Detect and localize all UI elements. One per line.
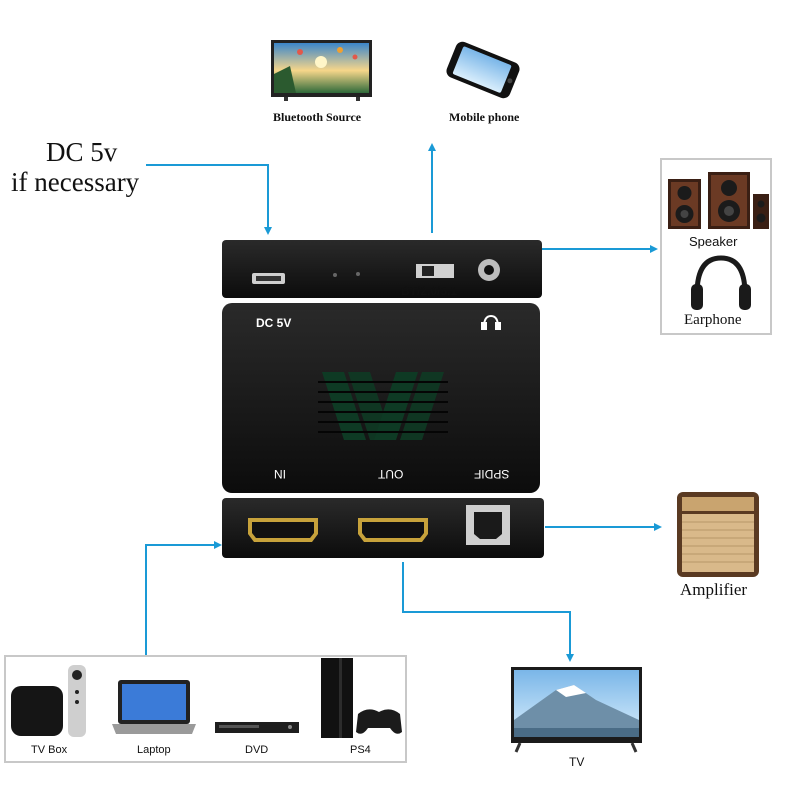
switch-mode-label: BT/2.0/5.1 — [401, 284, 458, 298]
earphone-small-icon — [481, 314, 501, 330]
input-label-tv-box: TV Box — [31, 744, 68, 756]
led-1 — [333, 273, 337, 277]
bluetooth-source-label: Bluetooth Source — [273, 110, 362, 124]
earphone-image — [691, 255, 751, 310]
mode-switch[interactable] — [416, 264, 454, 278]
input-label-ps4: PS4 — [350, 744, 371, 756]
dc-power-note-line1: DC 5v — [46, 137, 118, 167]
mobile-phone-label: Mobile phone — [449, 110, 520, 124]
speaker-label: Speaker — [689, 234, 738, 249]
audio-converter-device — [222, 240, 544, 558]
speaker-image — [668, 172, 769, 229]
bluetooth-source-tv-image — [271, 40, 372, 101]
spdif-port[interactable] — [466, 505, 510, 545]
mobile-phone-image — [446, 41, 520, 99]
tv-image — [511, 667, 642, 753]
arrows — [145, 143, 662, 662]
ps4-image — [321, 658, 402, 738]
spdif-label: SPDIF — [474, 467, 510, 481]
earphone-label: Earphone — [684, 312, 742, 328]
device-top-panel — [222, 240, 542, 298]
dc-5v-port-label: DC 5V — [256, 316, 292, 330]
hdmi-out-label: OUT — [378, 467, 404, 481]
arrow-dc-power — [146, 164, 272, 235]
hdmi-in-port[interactable] — [248, 518, 318, 542]
hdmi-out-port[interactable] — [358, 518, 428, 542]
led-2 — [356, 272, 360, 276]
hdmi-in-label: IN — [274, 467, 286, 481]
tv-label: TV — [569, 755, 585, 769]
dc-power-note-line2: if necessary — [11, 167, 140, 197]
tv-box-image — [11, 665, 86, 737]
amplifier-image — [677, 492, 759, 577]
input-label-laptop: Laptop — [137, 744, 171, 756]
dvd-player-image — [215, 722, 299, 733]
arrow-from-inputs — [145, 541, 222, 655]
arrow-to-tv — [402, 562, 574, 662]
input-label-dvd: DVD — [245, 744, 269, 756]
device-face — [222, 303, 540, 493]
amplifier-label: Amplifier — [680, 580, 748, 599]
logo-stripes — [318, 381, 448, 433]
laptop-image — [112, 680, 196, 734]
